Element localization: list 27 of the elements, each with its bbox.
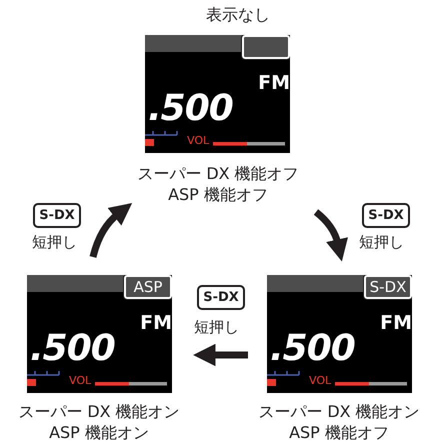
arrow bbox=[314, 209, 348, 262]
caption-text: スーパー DX 機能オン ASP 機能オフ bbox=[257, 401, 421, 443]
edge-label: 短押し bbox=[359, 233, 404, 251]
edge-label: 短押し bbox=[194, 318, 239, 336]
frequency-readout: .500 bbox=[270, 329, 355, 369]
edge-label: 短押し bbox=[32, 233, 77, 251]
caption-text: スーパー DX 機能オン ASP 機能オン bbox=[17, 401, 181, 443]
display-screen bbox=[267, 275, 412, 393]
volume-label: VOL bbox=[187, 135, 210, 147]
key-button: S-DX bbox=[362, 203, 410, 228]
mode-label: FM bbox=[140, 313, 172, 333]
volume-label: VOL bbox=[69, 375, 92, 387]
arrow bbox=[90, 202, 132, 258]
annotation-text: 表示なし bbox=[205, 4, 271, 25]
key-button: S-DX bbox=[33, 203, 81, 228]
display-screen bbox=[27, 275, 172, 393]
indicator-badge: S-DX bbox=[364, 275, 412, 299]
display-screen bbox=[145, 35, 290, 153]
mode-label: FM bbox=[258, 73, 290, 93]
caption-text: スーパー DX 機能オフ ASP 機能オフ bbox=[136, 163, 300, 205]
arrow bbox=[193, 344, 248, 366]
mode-label: FM bbox=[380, 313, 412, 333]
indicator-badge: ASP bbox=[124, 275, 172, 299]
frequency-readout: .500 bbox=[148, 89, 233, 129]
key-button: S-DX bbox=[197, 285, 245, 310]
frequency-readout: .500 bbox=[30, 329, 115, 369]
volume-label: VOL bbox=[309, 375, 332, 387]
